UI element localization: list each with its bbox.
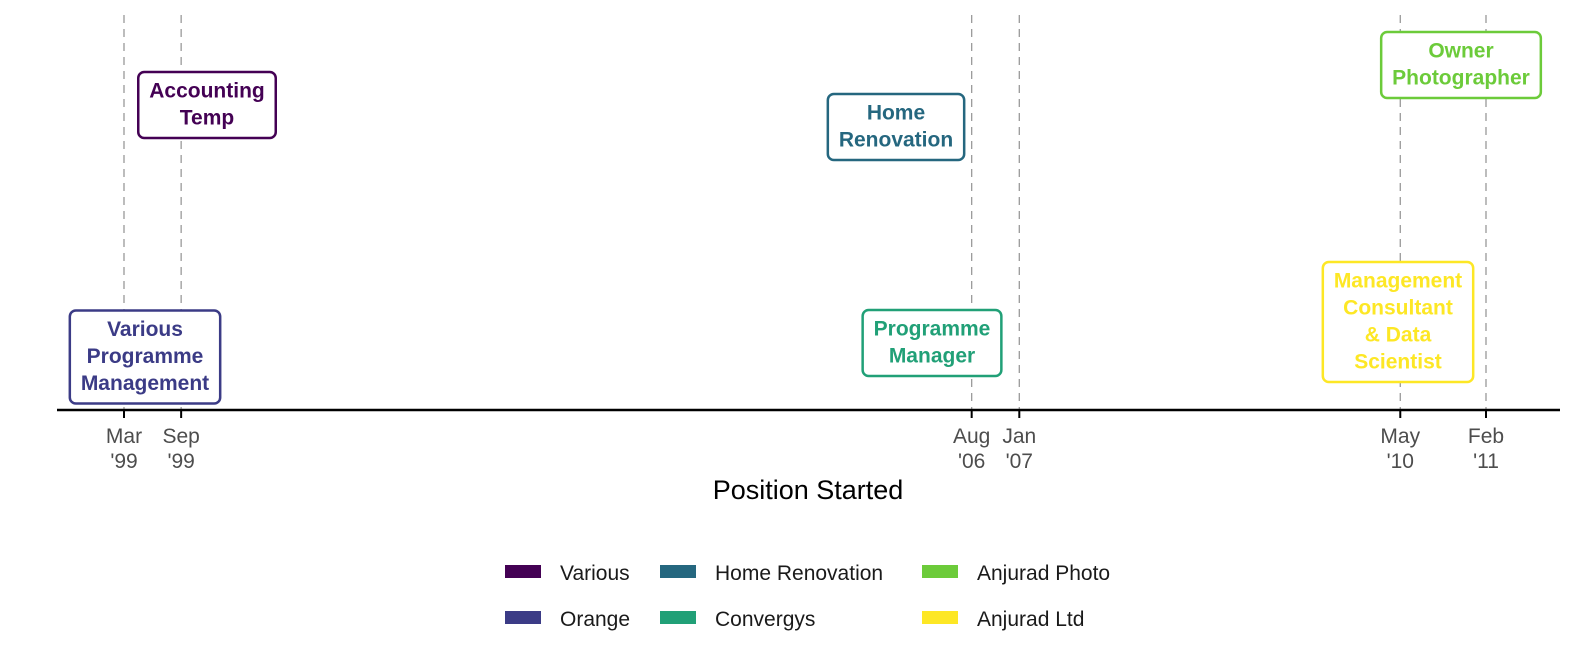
position-title-line: Programme xyxy=(874,318,991,341)
tick-label: May xyxy=(1380,425,1420,448)
legend-label: Anjurad Ltd xyxy=(977,608,1084,631)
position-title-line: Photographer xyxy=(1392,67,1530,90)
tick-label: '06 xyxy=(958,450,985,473)
legend-swatch xyxy=(922,611,958,624)
position-title-line: Programme xyxy=(87,345,204,368)
legend-label: Orange xyxy=(560,608,630,631)
position-title-line: Home xyxy=(867,102,925,125)
guide-lines xyxy=(123,15,1487,410)
position-title-line: Manager xyxy=(889,345,975,368)
legend-swatch xyxy=(505,565,541,578)
legend-swatch xyxy=(505,611,541,624)
position-box-border xyxy=(68,309,222,405)
tick-label: '10 xyxy=(1387,450,1414,473)
tick-label: Feb xyxy=(1468,425,1504,448)
tick-label: '07 xyxy=(1006,450,1033,473)
position-box-border xyxy=(826,92,966,162)
position-title-line: Management xyxy=(81,372,209,395)
legend-label: Anjurad Photo xyxy=(977,562,1110,585)
position-title-line: Temp xyxy=(180,107,234,130)
tick-label: Aug xyxy=(953,425,990,448)
legend-swatch xyxy=(922,565,958,578)
position-title-line: Scientist xyxy=(1354,351,1442,374)
position-title-line: Consultant xyxy=(1343,297,1453,320)
position-title-line: Owner xyxy=(1428,40,1493,63)
position-title-line: Various xyxy=(107,318,183,341)
tick-label: Sep xyxy=(162,425,199,448)
position-box-border xyxy=(861,308,1003,378)
tick-label: Mar xyxy=(106,425,142,448)
legend-swatch xyxy=(660,565,696,578)
legend-label: Convergys xyxy=(715,608,815,631)
tick-label: '99 xyxy=(167,450,194,473)
x-axis-title: Position Started xyxy=(713,475,904,505)
tick-label: Jan xyxy=(1002,425,1036,448)
position-title-line: & Data xyxy=(1365,324,1432,347)
legend-label: Various xyxy=(560,562,630,585)
tick-label: '99 xyxy=(110,450,137,473)
legend-swatch xyxy=(660,611,696,624)
position-box-border xyxy=(137,70,277,140)
position-boxes: VariousProgrammeManagementAccountingTemp… xyxy=(68,30,1543,405)
legend-label: Home Renovation xyxy=(715,562,883,585)
position-title-line: Accounting xyxy=(149,80,265,103)
tick-label: '11 xyxy=(1473,450,1499,473)
position-title-line: Management xyxy=(1334,270,1462,293)
position-box-border xyxy=(1379,30,1543,100)
position-box-border xyxy=(1321,260,1475,384)
position-title-line: Renovation xyxy=(839,129,953,152)
